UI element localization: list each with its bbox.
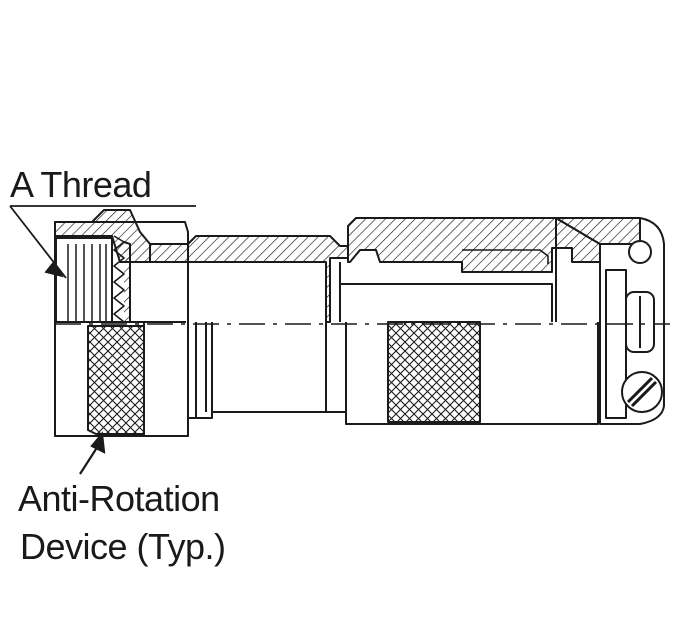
- thread-label: A Thread: [10, 164, 152, 205]
- leader-arrow: [44, 260, 64, 278]
- anti-rotation-knurl: [87, 325, 145, 435]
- anti-rotation-label-line1: Anti-Rotation: [18, 478, 220, 519]
- leader-arrow: [90, 431, 106, 454]
- coupling-nut: [54, 209, 189, 437]
- anti-rotation-leader: [79, 431, 106, 475]
- thread-lines: [67, 244, 107, 322]
- pin-circle: [628, 240, 652, 264]
- rear-knurl: [387, 321, 481, 423]
- thread-leader: [9, 205, 196, 279]
- anti-rotation-label-line2: Device (Typ.): [20, 526, 226, 567]
- barrel: [149, 235, 349, 424]
- rear-housing: [339, 217, 665, 425]
- slotted-screw: [621, 371, 663, 413]
